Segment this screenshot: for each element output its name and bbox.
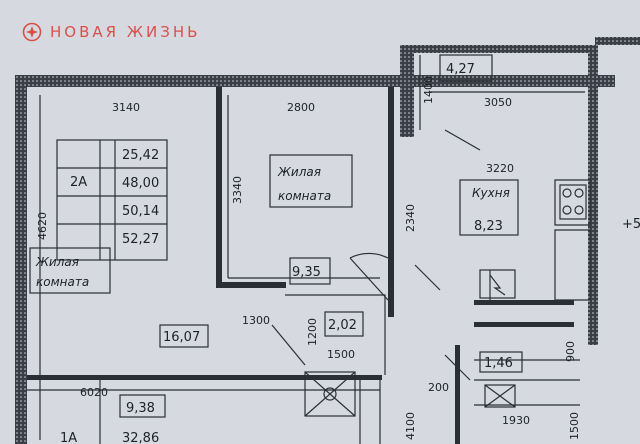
dim-3340: 3340 <box>231 176 244 204</box>
apartment-table <box>29 139 168 294</box>
bottom-area-1: 9,38 <box>126 401 155 416</box>
dim-2800: 2800 <box>287 101 315 114</box>
shower-fixture <box>304 371 356 417</box>
area-total-1: 25,42 <box>122 148 159 163</box>
area-total-2: 48,00 <box>122 176 159 191</box>
dim-900: 900 <box>564 341 577 362</box>
dim-200: 200 <box>428 381 449 394</box>
dim-1500b: 1500 <box>568 412 581 440</box>
sink-fixture <box>479 269 516 299</box>
brand-logo: НОВАЯ ЖИЗНЬ <box>22 21 200 43</box>
area-total-3: 50,14 <box>122 204 159 219</box>
wc-area: 1,46 <box>484 356 513 371</box>
dim-1500: 1500 <box>327 348 355 361</box>
area-boxes <box>119 54 523 418</box>
thin-lines <box>27 55 591 444</box>
living-left-area: 16,07 <box>163 330 200 345</box>
living-left-label-line1: Жилая <box>35 255 79 269</box>
wc-fixture <box>484 384 516 408</box>
dim-2340: 2340 <box>404 204 417 232</box>
dim-3050: 3050 <box>484 96 512 109</box>
outer-walls <box>15 37 640 444</box>
door-swings <box>271 129 481 381</box>
dim-4100: 4100 <box>404 412 417 440</box>
dim-3220: 3220 <box>486 162 514 175</box>
dim-3140: 3140 <box>112 101 140 114</box>
star-circle-icon <box>22 22 42 42</box>
brand-name: НОВАЯ ЖИЗНЬ <box>50 23 201 41</box>
apartment-rooms: 2А <box>70 175 87 190</box>
bottom-area-2: 32,86 <box>122 431 159 444</box>
bath-area: 2,02 <box>328 318 357 333</box>
dim-1300: 1300 <box>242 314 270 327</box>
living-mid-label-line1: Жилая <box>277 165 321 179</box>
dim-4620: 4620 <box>36 212 49 240</box>
living-mid-label-line2: комната <box>278 189 331 203</box>
kitchen-area: 8,23 <box>474 219 503 234</box>
area-total-4: 52,27 <box>122 232 159 247</box>
living-mid-area: 9,35 <box>292 265 321 280</box>
living-left-label: Жилая комната <box>35 255 89 289</box>
dim-1400: 1400 <box>422 76 435 104</box>
inner-walls <box>27 87 574 444</box>
edge-fragment: +5 <box>622 217 640 232</box>
bottom-apt-num: 1А <box>60 431 77 444</box>
dim-1200: 1200 <box>306 318 319 346</box>
living-left-label-line2: комната <box>36 275 89 289</box>
stove-fixture <box>559 184 587 220</box>
living-mid-label: Жилая комната <box>277 165 331 203</box>
dim-6020: 6020 <box>80 386 108 399</box>
kitchen-label: Кухня <box>472 186 510 200</box>
dim-1930: 1930 <box>502 414 530 427</box>
balcony-area: 4,27 <box>446 62 475 77</box>
